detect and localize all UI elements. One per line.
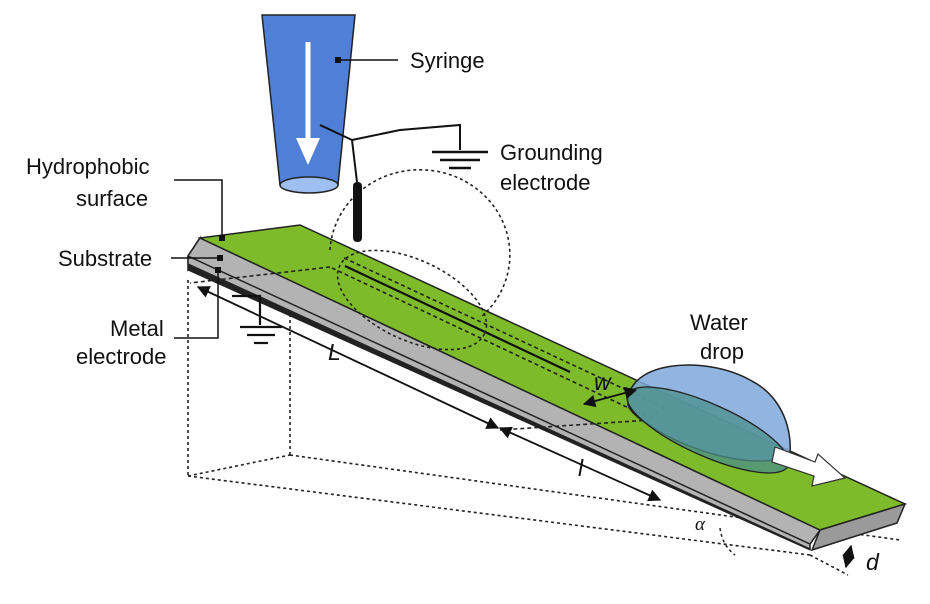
dimension-w-arrow [582, 386, 638, 408]
tilted-plate [186, 224, 908, 552]
water-label-line1: Water [690, 310, 748, 335]
hydrophobic-label-line2: surface [76, 186, 148, 211]
symbol-d: d [866, 549, 880, 575]
metal-marker [215, 267, 221, 273]
symbol-l: l [578, 455, 584, 481]
metal-label-line2: electrode [76, 344, 167, 369]
metal-label-line1: Metal [110, 316, 164, 341]
symbol-alpha: α [695, 514, 706, 535]
grounding-label-line1: Grounding [500, 140, 603, 165]
dimension-d-arrow [842, 544, 855, 569]
hydrophobic-marker [219, 235, 225, 241]
substrate-label: Substrate [58, 246, 152, 271]
grounding-label-line2: electrode [500, 170, 591, 195]
substrate-marker [217, 255, 223, 261]
hydrophobic-label-line1: Hydrophobic [26, 154, 150, 179]
water-label-line2: drop [700, 339, 744, 364]
zoom-circle-arc [329, 169, 511, 319]
dimension-l-arrow [498, 426, 662, 502]
dimension-L-arrow [196, 286, 500, 429]
drop-motion-arrow [771, 446, 847, 487]
syringe-label: Syringe [410, 48, 485, 73]
symbol-w: w [594, 369, 612, 395]
symbol-L: L [328, 339, 341, 365]
hydrophobic-surface-top [197, 224, 908, 531]
syringe-marker [335, 57, 341, 63]
substrate-right-face [810, 502, 907, 552]
grounding-electrode [319, 123, 488, 242]
syringe [261, 14, 356, 194]
angle-arc [719, 527, 736, 556]
